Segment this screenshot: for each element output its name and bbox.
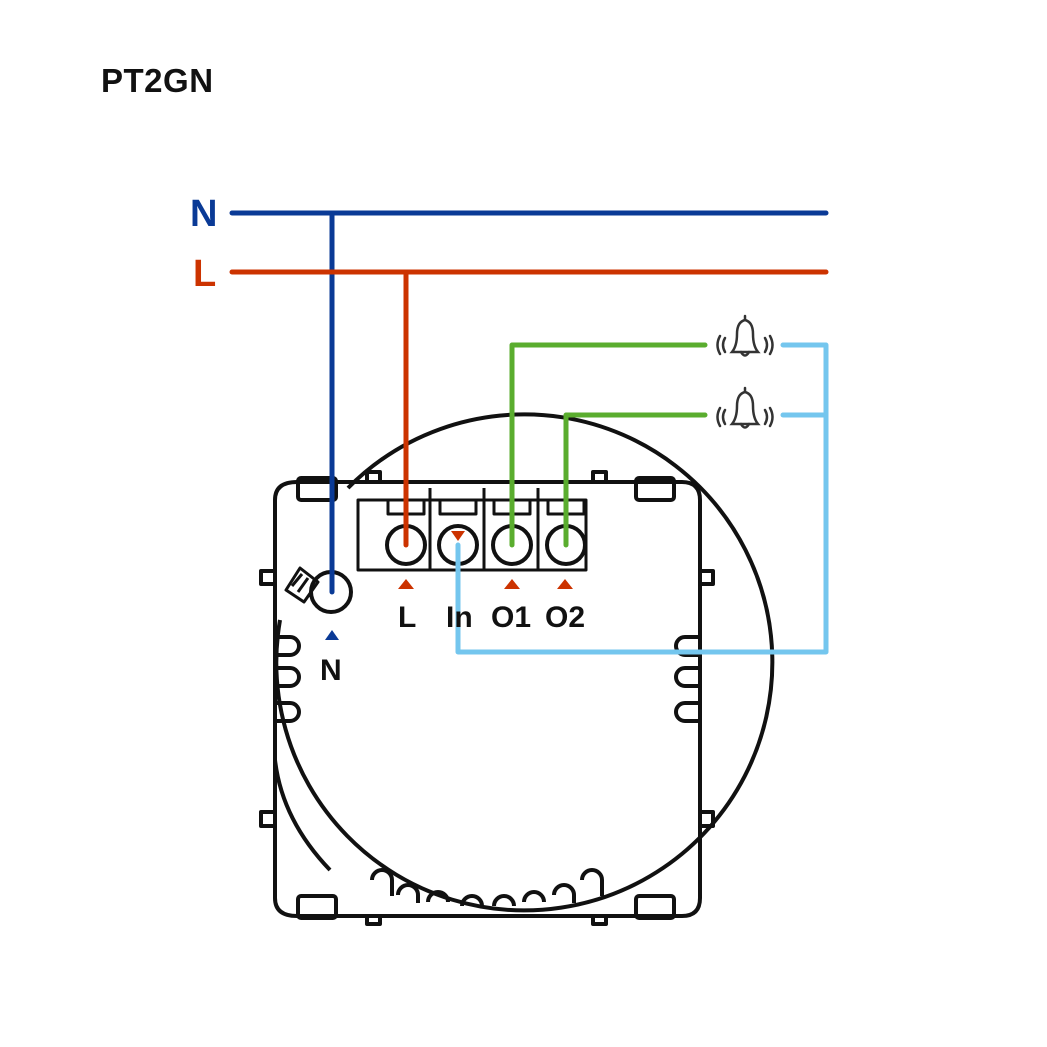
bell-icon [716,314,774,357]
terminal-label-o1: O1 [491,601,531,634]
corner-clip [634,894,676,920]
marker-o1 [504,579,520,589]
input-wire [455,342,829,655]
marker-in [451,531,465,541]
live-bus-label: L [193,253,216,295]
mount-tab [259,569,277,586]
mount-tab [698,810,715,828]
terminal-label-n: N [320,654,342,687]
terminal-label-o2: O2 [545,601,585,634]
diagram-title: PT2GN [101,62,214,99]
corner-clip [296,476,338,502]
inner-circle [274,412,775,913]
bell-icon [716,386,774,429]
mount-tab [365,470,382,484]
mount-tab [698,569,715,586]
marker-o2 [557,579,573,589]
corner-clip [634,476,676,502]
terminal-label-in: In [446,601,473,634]
terminal-label-l: L [398,601,416,634]
terminal-block [356,498,588,572]
output-1-wire [509,342,708,548]
mount-tab [259,810,277,828]
neutral-bus-label: N [190,193,217,235]
switch-module [259,412,775,926]
corner-clip [296,894,338,920]
mount-tab [365,914,382,926]
module-housing [273,480,702,918]
mount-tab [591,914,608,926]
marker-n [325,630,339,640]
output-2-wire [563,412,708,548]
mount-tab [591,470,608,484]
terminal-markers [325,531,573,640]
inner-circle-left [273,759,332,872]
marker-l [398,579,414,589]
